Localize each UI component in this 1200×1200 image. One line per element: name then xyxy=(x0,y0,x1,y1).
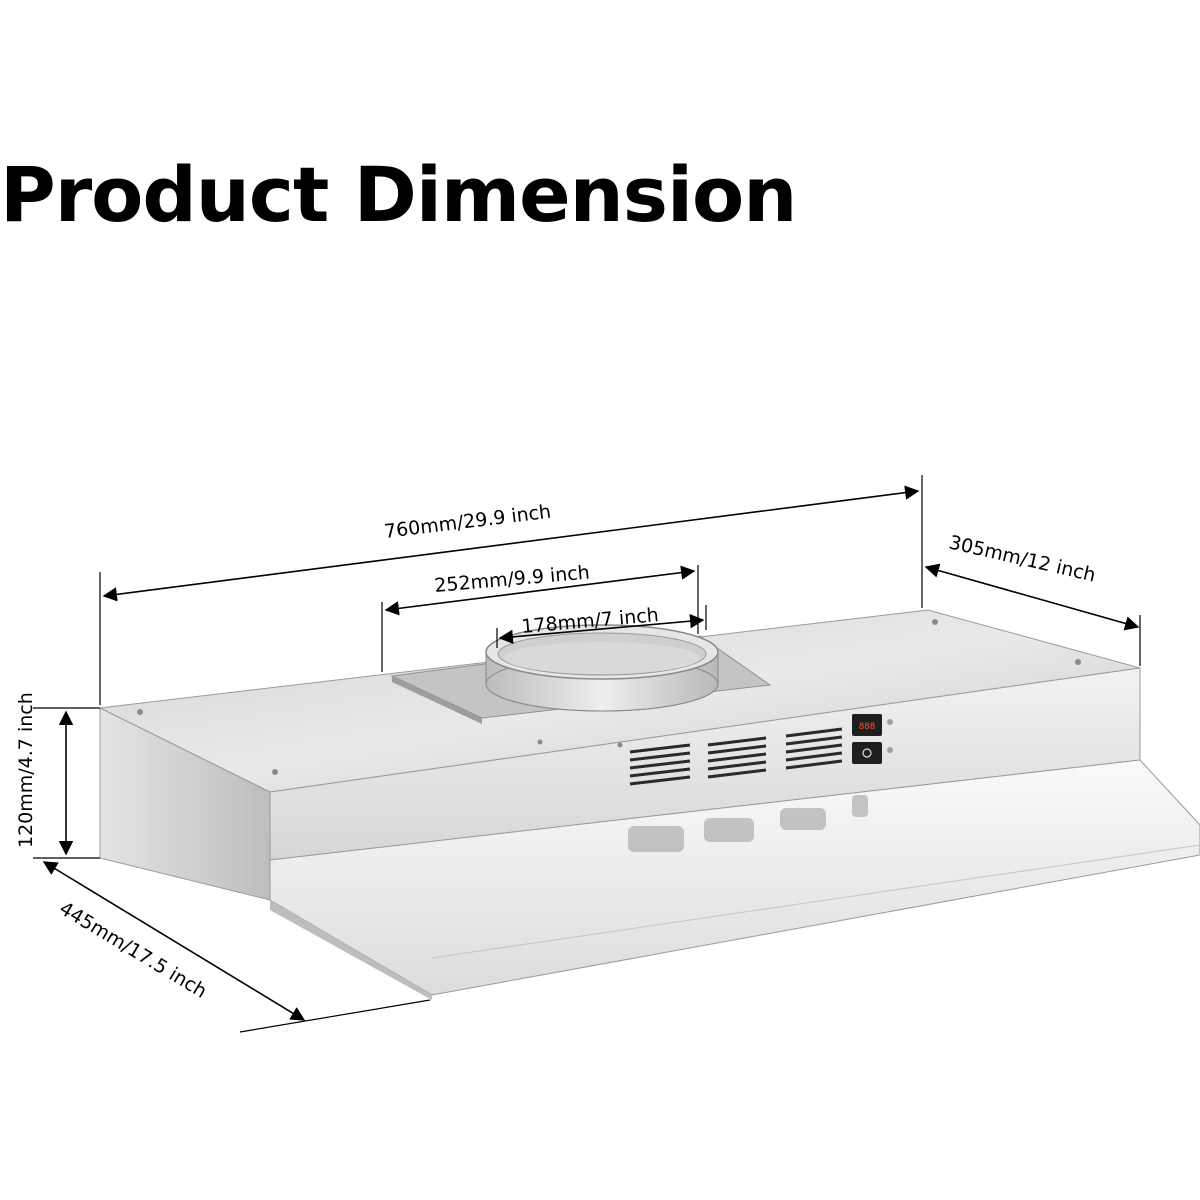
vent-grille-1 xyxy=(629,743,691,786)
overall-width-arrow xyxy=(102,485,920,602)
power-switch xyxy=(852,742,882,764)
depth-side-label: 445mm/17.5 inch xyxy=(55,897,210,1002)
hood-lip-underside xyxy=(270,900,432,1000)
lip-reflections xyxy=(628,795,868,852)
depth-top-label: 305mm/12 inch xyxy=(947,531,1098,586)
duct-diameter-arrow xyxy=(498,613,705,645)
vent-grille-3 xyxy=(785,727,843,770)
plate-width-label: 252mm/9.9 inch xyxy=(434,561,591,596)
control-panel: 888 xyxy=(852,714,893,764)
range-hood: 888 xyxy=(98,609,1200,1000)
overall-width-label: 760mm/29.9 inch xyxy=(383,501,552,543)
dimension-lines xyxy=(33,475,1141,1033)
vent-grille-2 xyxy=(707,736,767,779)
display-panel xyxy=(852,714,882,736)
depth-side-arrow xyxy=(42,861,306,1021)
display-readout: 888 xyxy=(859,722,875,732)
power-icon xyxy=(862,748,872,758)
depth-top-arrow xyxy=(924,563,1140,631)
height-label: 120mm/4.7 inch xyxy=(15,692,37,848)
duct-collar xyxy=(485,624,719,712)
page-title: Product Dimension xyxy=(0,150,797,239)
plate-width-arrow xyxy=(384,565,696,616)
